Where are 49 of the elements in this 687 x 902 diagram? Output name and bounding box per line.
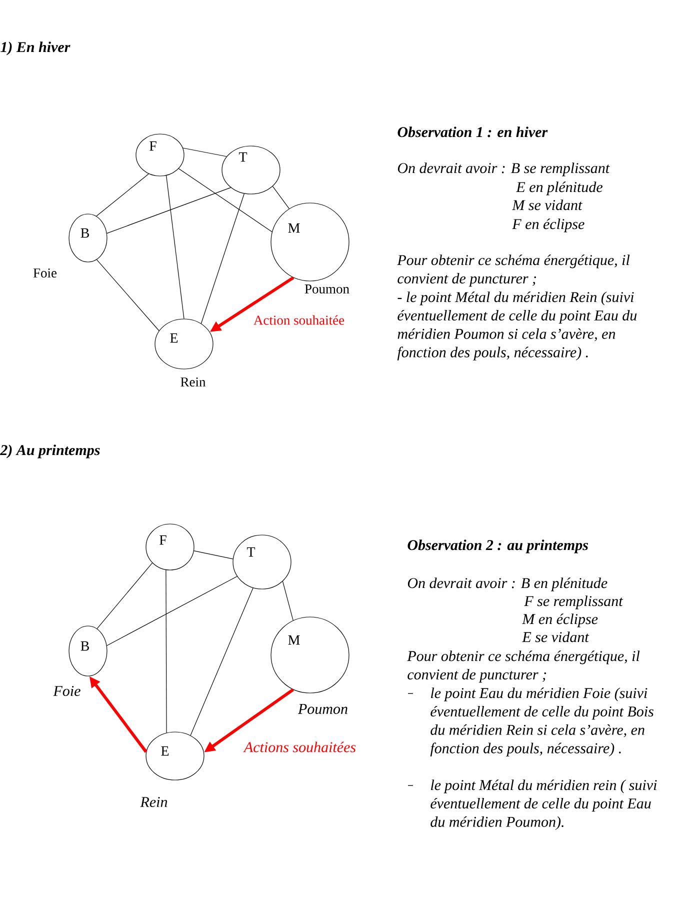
connector-line [272, 186, 290, 209]
text-line: On devrait avoir : B en plénitude [408, 578, 608, 592]
text-line: On devrait avoir : B se remplissant [398, 162, 610, 176]
connector-line [106, 187, 232, 234]
text-line: F se remplissant [524, 596, 624, 610]
circle-node: B [68, 214, 108, 262]
connector-line [178, 168, 272, 232]
connector-line [190, 588, 254, 736]
circle-node: T [232, 534, 292, 590]
observation-heading: Observation 2 : au printemps [408, 540, 588, 554]
section-heading: 2) Au printemps [0, 444, 100, 458]
node-caption: Foie [33, 268, 57, 278]
circle-node: B [68, 626, 108, 676]
connector-line [200, 193, 245, 324]
node-caption: Foie [53, 686, 80, 696]
text-line: E se vidant [522, 632, 590, 642]
text-line: E en plénitude [516, 182, 602, 196]
text-line: M en éclipse [522, 614, 598, 628]
circle-node: F [136, 134, 184, 176]
connector-line [182, 148, 227, 157]
circle-node: M [270, 616, 350, 694]
connector-line [166, 175, 184, 319]
observation-heading: Observation 1 : en hiver [398, 126, 548, 138]
node-caption: Poumon [298, 704, 348, 714]
text-line: M se vidant [512, 200, 582, 210]
node-caption: Rein [140, 796, 168, 808]
list-item: le point Métal du méridien rein ( suivi éventuellement de celle du point Eau du méridien Poumon). [430, 780, 657, 830]
node-caption: Poumon [304, 284, 350, 294]
connector-line [282, 581, 294, 621]
paragraph: - le point Métal du méridien Rein (suivi éventuellement de celle du point Eau du méridien Poumon si cela s’avère, en fonction des pouls, nécessaire) . [397, 292, 637, 360]
connector-line [96, 174, 149, 216]
circle-node: T [222, 146, 280, 194]
connector-line [194, 550, 234, 560]
paragraph: Pour obtenir ce schéma énergétique, il convient de puncturer ; [407, 650, 640, 683]
connector-line [166, 570, 167, 734]
node-caption: Rein [180, 377, 206, 387]
paragraph: Pour obtenir ce schéma énergétique, il convient de puncturer ; [397, 254, 630, 287]
circle-node: E [154, 318, 214, 370]
edge-label: Action souhaitée [252, 314, 346, 326]
list-item: le point Eau du méridien Foie (suivi éventuellement de celle du point Bois du méridien Rein si cela s’avère, en fonction des pouls, nécessaire) . [430, 688, 654, 756]
connector-line [96, 259, 160, 332]
circle-node: F [146, 524, 194, 570]
section-heading: 1) En hiver [0, 42, 70, 56]
connector-line [96, 562, 153, 629]
circle-node: M [270, 202, 350, 282]
text-line: F en éclipse [512, 218, 584, 232]
edge-label: Actions souhaitées [242, 740, 358, 754]
circle-node: E [146, 732, 204, 780]
connector-line [106, 576, 238, 646]
